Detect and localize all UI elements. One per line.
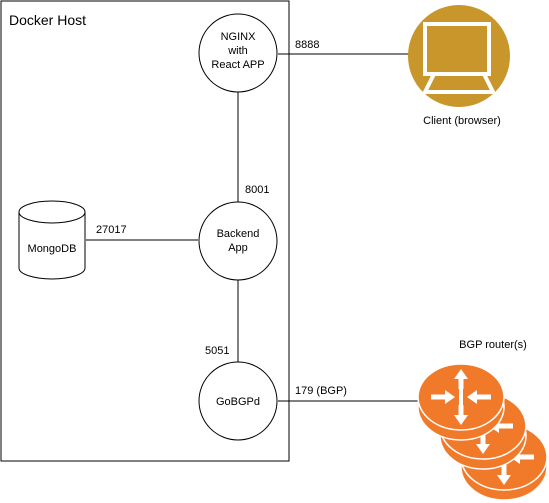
backend-node[interactable] [198,201,278,281]
mongodb-node[interactable] [18,200,86,280]
nginx-node[interactable] [198,13,278,93]
nginx-label-line1: NGINX [221,31,257,43]
docker-host-label: Docker Host [9,12,86,28]
port-label-27017: 27017 [96,224,127,236]
port-label-5051: 5051 [205,345,229,357]
backend-label-line2: App [228,242,248,254]
monitor-icon[interactable] [408,5,510,107]
client-label: Client (browser) [423,115,501,127]
port-label-179: 179 (BGP) [295,385,347,397]
mongodb-label: MongoDB [28,243,77,255]
backend-label-line1: Backend [217,228,260,240]
nginx-label-line3: React APP [211,59,264,71]
port-label-8888: 8888 [295,39,319,51]
port-label-8001: 8001 [245,184,269,196]
bgp-routers-label: BGP router(s) [459,339,527,351]
router-icon-1[interactable] [417,363,505,441]
nginx-label-line2: with [227,45,248,57]
gobgpd-label: GoBGPd [216,396,260,408]
gobgpd-node[interactable] [198,361,278,441]
